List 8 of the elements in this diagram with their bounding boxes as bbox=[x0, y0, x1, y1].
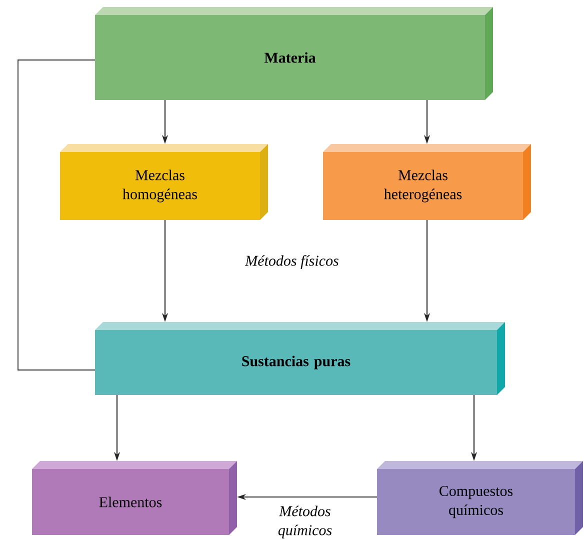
box: Elementos bbox=[32, 461, 237, 535]
box: Sustancias puras bbox=[95, 322, 505, 395]
box: Materia bbox=[95, 7, 493, 100]
box: Compuestos químicos bbox=[377, 461, 583, 535]
note-label: Métodos físicos bbox=[244, 255, 338, 269]
edge-label: Métodos químicos bbox=[278, 506, 332, 538]
box: Mezclas homogéneas bbox=[60, 144, 268, 220]
box: Mezclas heterogéneas bbox=[323, 144, 531, 220]
